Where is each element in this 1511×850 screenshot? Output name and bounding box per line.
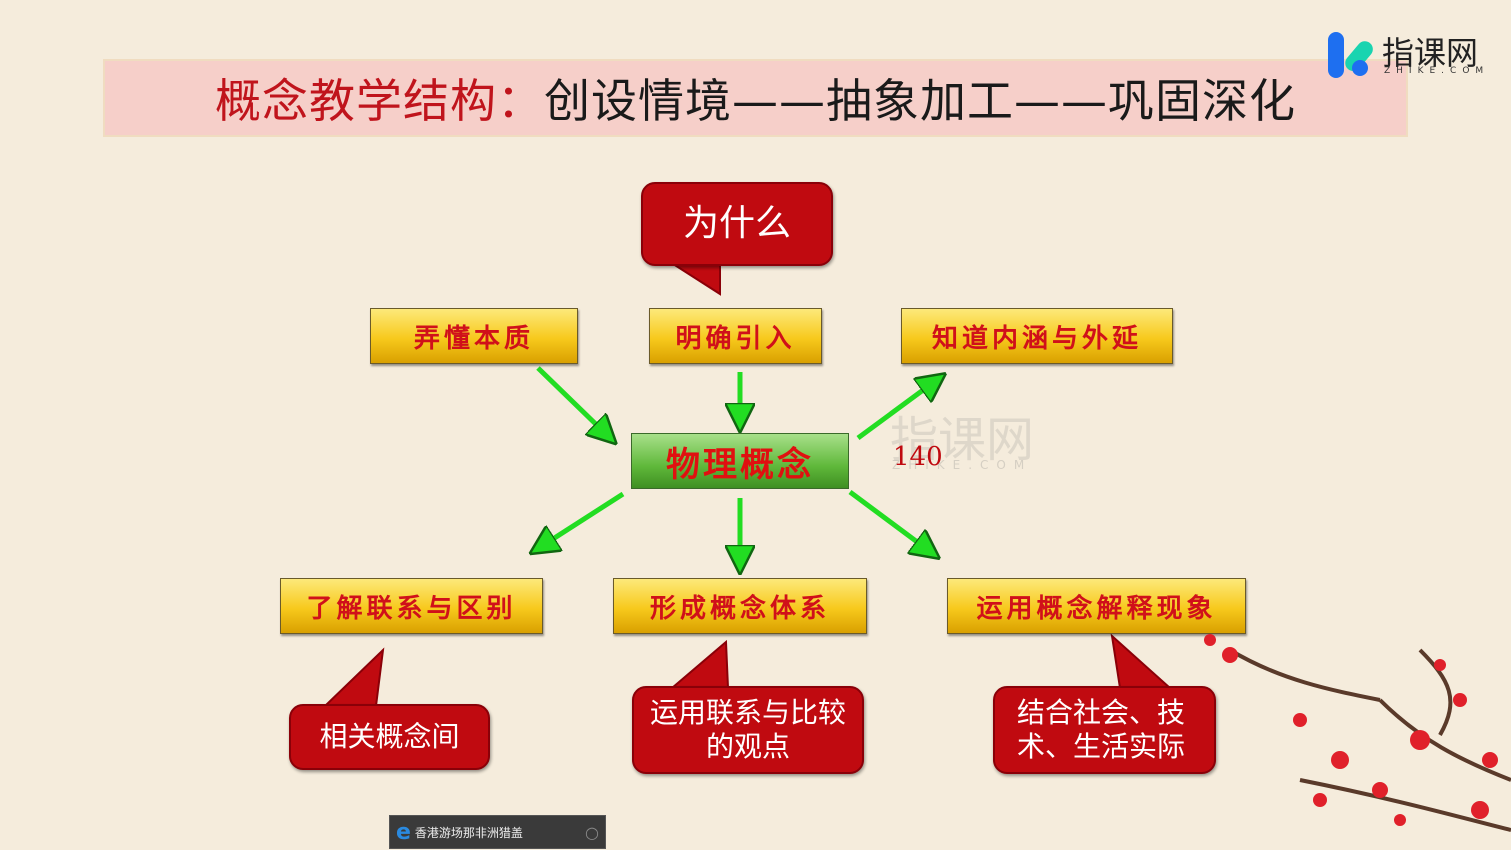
logo-text: 指课网 — [1382, 34, 1479, 72]
title-banner: 概念教学结构： 创设情境——抽象加工——巩固深化 — [103, 59, 1408, 137]
watermark-sub: ZHIKE.COM — [892, 458, 1033, 472]
box-understand-essence: 弄懂本质 — [370, 308, 578, 364]
title-rest: 创设情境——抽象加工——巩固深化 — [544, 74, 1296, 128]
box-concept-system: 形成概念体系 — [613, 578, 867, 634]
center-physics-concept: 物理概念 — [631, 433, 849, 489]
arrow-4 — [542, 491, 625, 546]
box-apply-concept: 运用概念解释现象 — [947, 578, 1246, 634]
callout-related: 相关概念间 — [289, 704, 490, 770]
box-clear-intro: 明确引入 — [649, 308, 822, 364]
callout-society: 结合社会、技术、生活实际 — [993, 686, 1216, 774]
callout-why: 为什么 — [641, 182, 833, 266]
taskbar-search[interactable]: e 香港游场那非洲猎盖 ○ — [389, 815, 606, 849]
box-connotation: 知道内涵与外延 — [901, 308, 1173, 364]
page-number: 140 — [893, 442, 943, 472]
search-text: 香港游场那非洲猎盖 — [414, 825, 523, 840]
arrow-3 — [856, 382, 934, 441]
logo-subtext: ZHIKE.COM — [1384, 66, 1490, 76]
title-prefix: 概念教学结构： — [215, 74, 544, 128]
arrow-6 — [848, 489, 928, 550]
ie-icon: e — [396, 819, 411, 845]
logo-k-icon — [1328, 32, 1344, 78]
search-icon[interactable]: ○ — [585, 822, 599, 842]
arrow-1 — [536, 366, 606, 434]
callout-compare: 运用联系与比较的观点 — [632, 686, 864, 774]
box-relation-difference: 了解联系与区别 — [280, 578, 543, 634]
watermark: 指课网 — [890, 412, 1035, 468]
